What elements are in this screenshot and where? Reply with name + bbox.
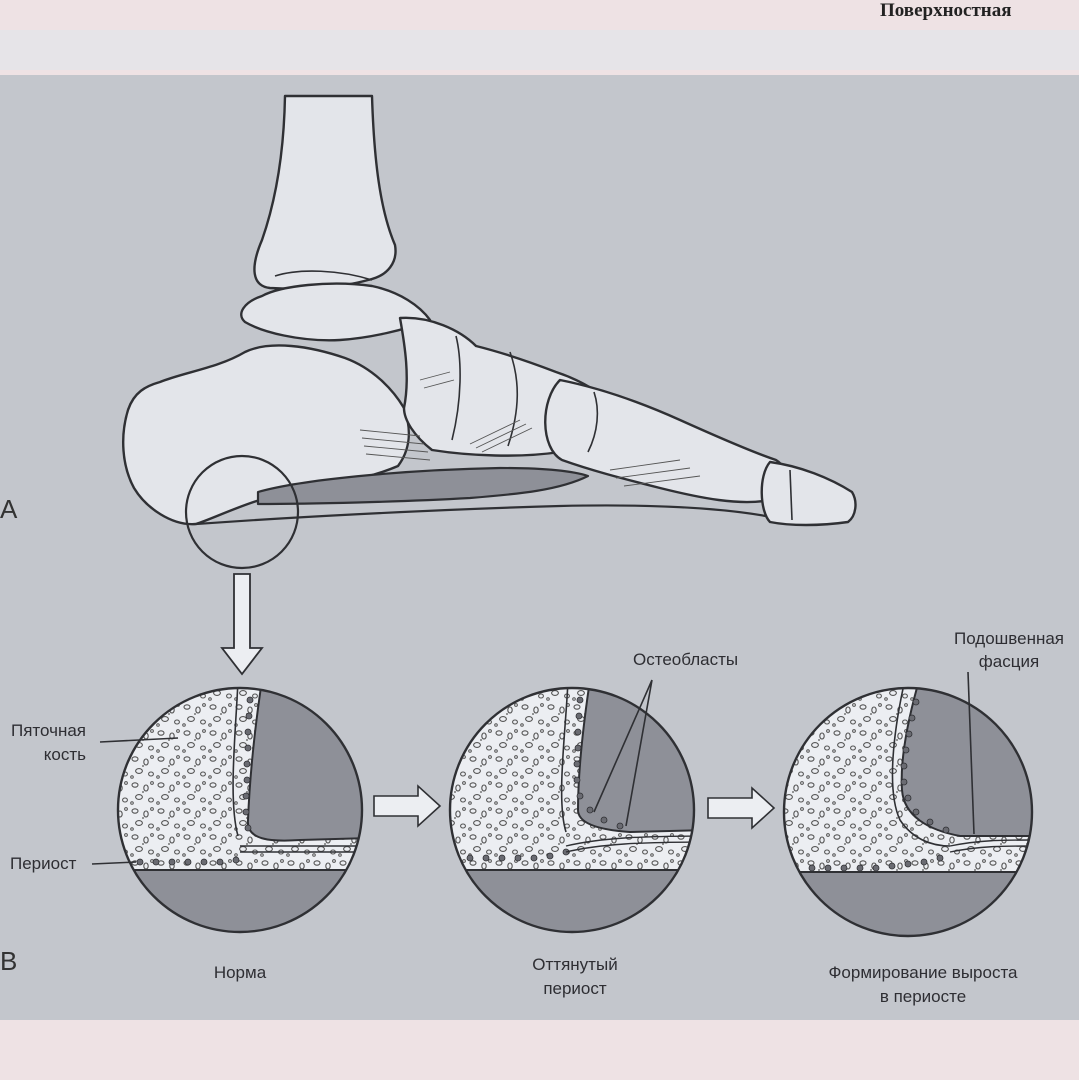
running-header: Поверхностная [880,0,1012,21]
plantar-fascia [195,466,767,526]
down-arrow [220,573,264,676]
toe-phalanges [760,460,857,527]
detail-pulled-periosteum [450,688,694,932]
stage-caption-normal: Норма [213,963,267,982]
stage-caption-spur-line2: в периосте [879,987,967,1006]
stage-caption-spur-line1: Формирование выроста [828,963,1018,982]
foot-skeleton [122,94,857,527]
metatarsal-bones [544,378,788,504]
talus-bone [240,282,432,342]
label-osteoblasts: Остеобласты [633,650,739,669]
stage-arrow-1 [373,784,442,828]
panel-letter-b: В [0,946,18,976]
label-periosteum: Периост [10,854,77,873]
leader-lines [91,671,975,865]
detail-normal [118,688,362,932]
label-plantar-fascia-line2: фасция [978,652,1040,671]
label-calcaneus-line2: кость [43,745,86,764]
stage-caption-pulled-line2: периост [543,979,607,998]
label-calcaneus-line1: Пяточная [10,721,86,740]
detail-spur-formation [784,688,1032,936]
label-plantar-fascia-line1: Подошвенная [953,629,1065,648]
panel-letter-a: А [0,494,18,524]
stage-caption-pulled-line1: Оттянутый [532,955,618,974]
stage-arrow-2 [707,786,776,830]
ligament-hatching [359,371,701,487]
tibia-bone [253,94,397,290]
detail-circle [184,454,300,570]
